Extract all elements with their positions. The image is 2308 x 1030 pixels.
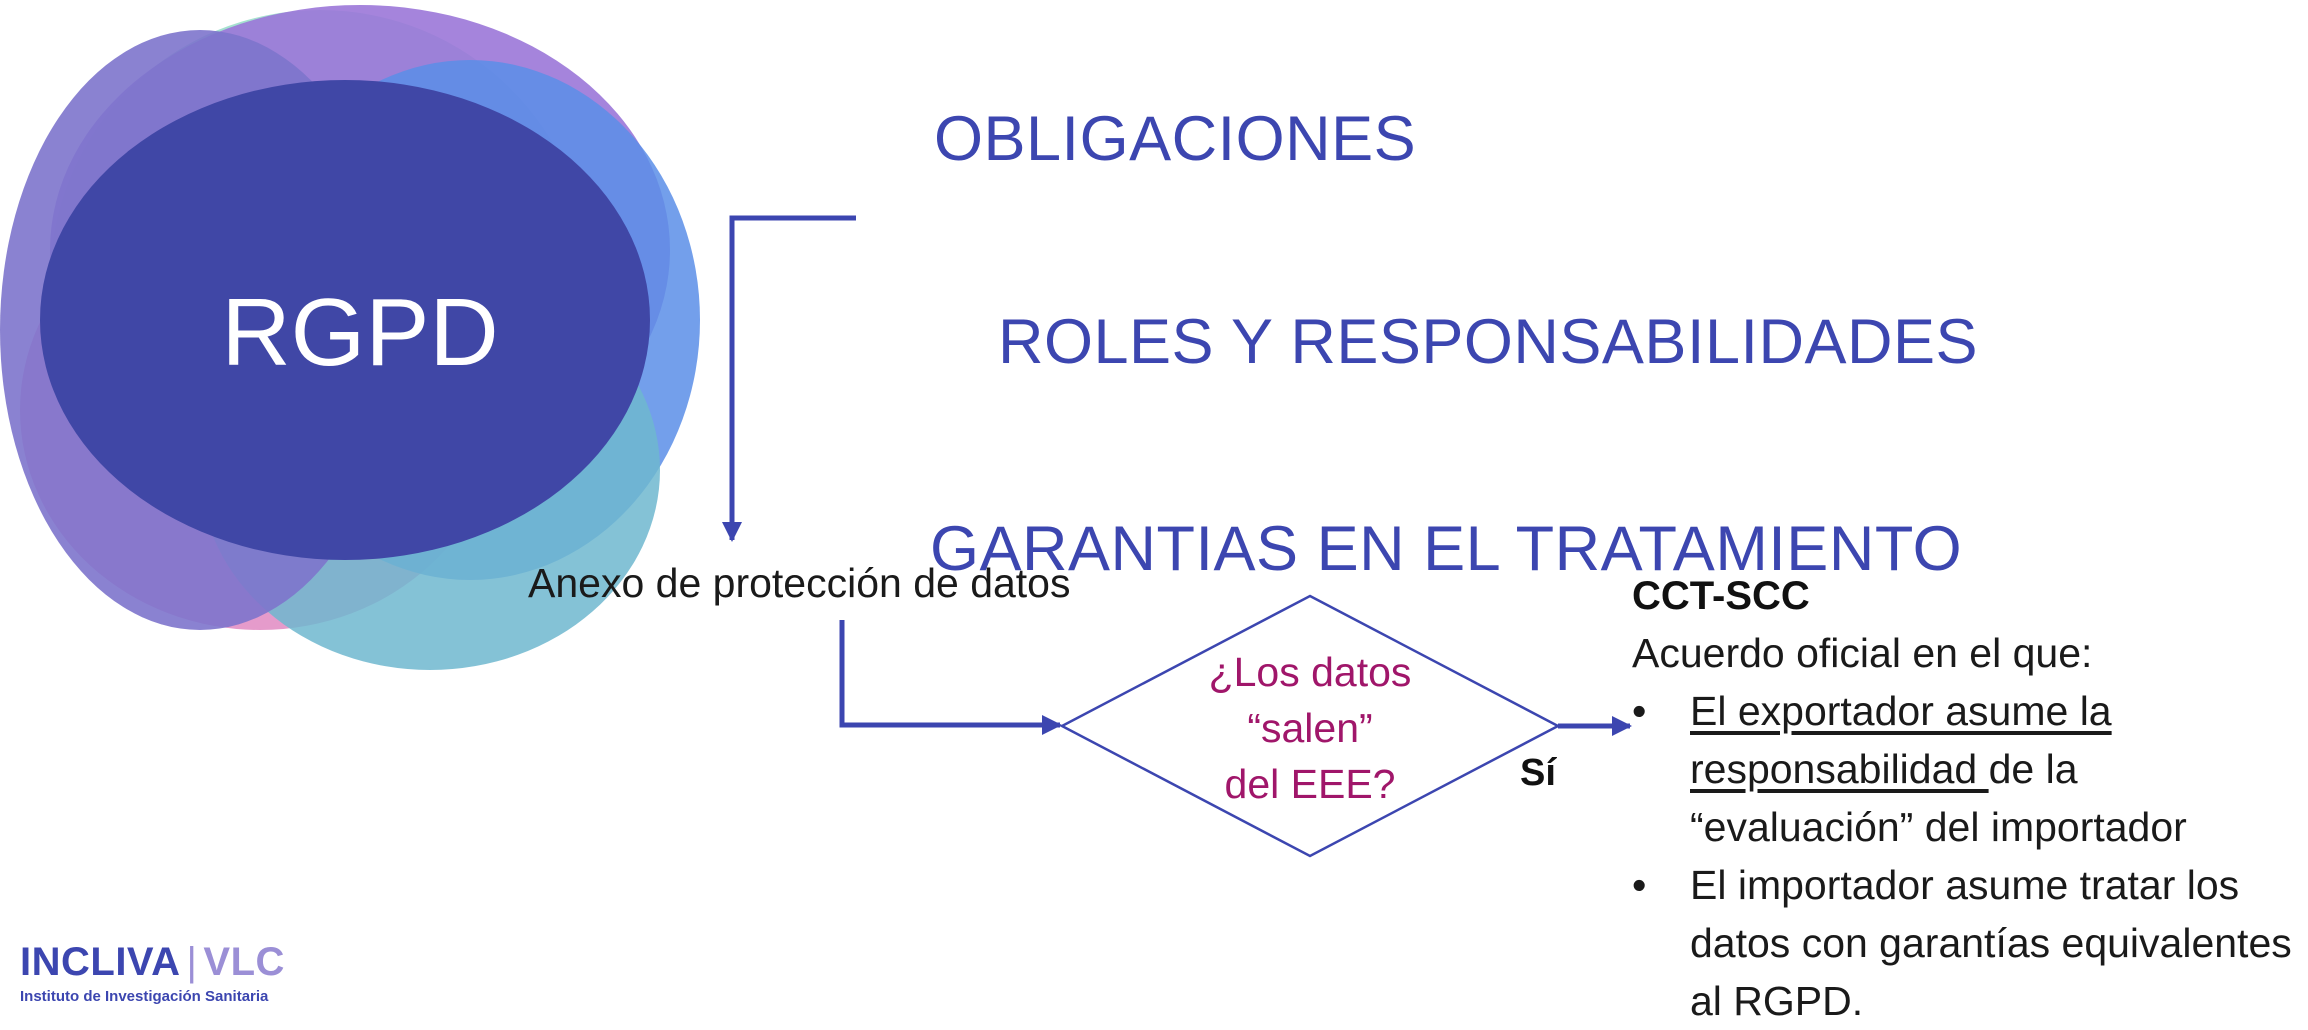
decision-line-3: del EEE? <box>1224 761 1396 807</box>
yes-label: Sí <box>1520 752 1556 794</box>
rgpd-blob <box>0 5 700 670</box>
heading-garantias: GARANTIAS EN EL TRATAMIENTO <box>930 514 1963 584</box>
decision-line-1: ¿Los datos <box>1208 649 1412 695</box>
cct-bullet-1-underlined: El exportador asume la responsabilidad <box>1690 688 2112 792</box>
bullet-icon: • <box>1632 688 1647 734</box>
anexo-label: Anexo de protección de datos <box>528 560 1071 606</box>
cct-title: CCT-SCC <box>1632 574 1810 618</box>
cct-bullet-2-text: El importador asume tratar los datos con… <box>1690 862 2292 1024</box>
cct-bullet-2: • El importador asume tratar los datos c… <box>1620 856 2300 1030</box>
connector-headings-to-anexo <box>722 215 856 542</box>
blob-core <box>40 80 650 560</box>
cct-bullet-1: • El exportador asume la responsabilidad… <box>1620 682 2300 856</box>
incliva-logo: INCLIVA|VLC <box>20 940 285 985</box>
decision-question: ¿Los datos “salen” del EEE? <box>1180 644 1440 812</box>
rgpd-label: RGPD <box>221 279 499 386</box>
bullet-icon: • <box>1632 862 1647 908</box>
logo-suffix: VLC <box>203 940 285 984</box>
logo-subtitle: Instituto de Investigación Sanitaria <box>20 988 269 1005</box>
cct-intro: Acuerdo oficial en el que: <box>1632 630 2093 676</box>
cct-bullet-list: • El exportador asume la responsabilidad… <box>1620 682 2300 1030</box>
cct-bullet-1-rest: de la “evaluación” del importador <box>1690 746 2187 850</box>
heading-roles: ROLES Y RESPONSABILIDADES <box>998 307 1979 377</box>
connector-anexo-to-decision <box>839 620 1062 735</box>
logo-separator: | <box>186 940 198 984</box>
heading-obligaciones: OBLIGACIONES <box>934 104 1417 174</box>
logo-main-text: INCLIVA <box>20 940 181 984</box>
decision-diamond <box>1059 594 1561 858</box>
decision-line-2: “salen” <box>1247 705 1373 751</box>
